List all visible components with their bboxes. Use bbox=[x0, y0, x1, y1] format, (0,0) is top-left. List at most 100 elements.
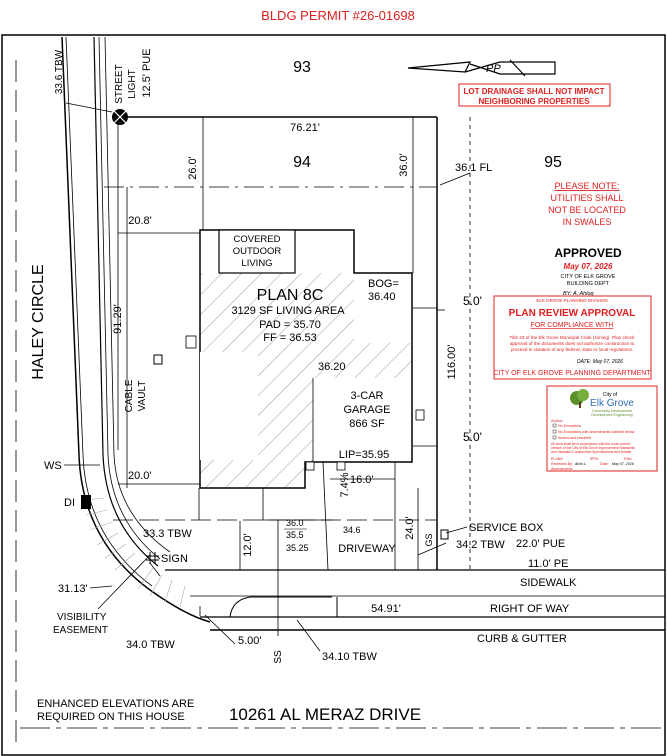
bog-value: 36.40 bbox=[368, 291, 396, 303]
stamp-city: City of bbox=[603, 392, 618, 398]
street-light-marker bbox=[109, 106, 131, 128]
stamp-reviewer: Alvin L. bbox=[574, 462, 587, 466]
stamp-reviewed: Reviewed By: bbox=[551, 462, 573, 466]
di-label: DI bbox=[64, 497, 75, 509]
stamp-fmp: FM#: bbox=[624, 457, 632, 461]
covered-line-1: COVERED bbox=[234, 234, 281, 245]
sheet-border bbox=[1, 34, 666, 756]
drainage-note-box bbox=[458, 83, 611, 107]
garage-line-2: GARAGE bbox=[343, 404, 390, 416]
elk-grove-stamp-box bbox=[546, 385, 658, 472]
planning-body-3: proceed in violation of any federal, sta… bbox=[511, 347, 633, 352]
visibility-label-2: EASEMENT bbox=[53, 625, 108, 636]
right-of-way-label: RIGHT OF WAY bbox=[490, 603, 570, 615]
tbw-34-10: 34.10 TBW bbox=[322, 651, 377, 663]
di-box bbox=[81, 495, 91, 509]
stamp-action: Action: bbox=[551, 418, 563, 423]
covered-line-2: OUTDOOR bbox=[233, 246, 282, 257]
stamp-tag-1: Community Development bbox=[592, 409, 632, 413]
please-note-1: PLEASE NOTE: bbox=[554, 181, 619, 191]
planning-division: ELK GROVE PLANNING DIVISION bbox=[536, 298, 607, 303]
pp-label: PP bbox=[486, 63, 501, 75]
dim-31-13: 31.13' bbox=[58, 583, 88, 595]
plan-name: PLAN 8C bbox=[257, 287, 324, 304]
cable-vault-box bbox=[153, 354, 163, 365]
permit-title: BLDG PERMIT #26-01698 bbox=[261, 8, 415, 23]
stamp-check-3: Amend and resubmit bbox=[558, 436, 591, 440]
dim-20-8: 20.8' bbox=[128, 215, 152, 227]
covered-outdoor-living bbox=[218, 229, 296, 274]
stamp-date: May 07, 2026 bbox=[612, 462, 634, 466]
pue-22-0: 22.0' PUE bbox=[516, 538, 565, 550]
stamp-amend: Amendments: bbox=[551, 467, 573, 471]
drainage-note-1: LOT DRAINAGE SHALL NOT IMPACT bbox=[463, 87, 604, 96]
planning-body-2: approval of the documents does not autho… bbox=[510, 341, 635, 346]
elk-grove-tree-icon bbox=[570, 389, 589, 408]
planning-body-1: Title 23 of the Elk Grove Municipal Code… bbox=[510, 335, 636, 340]
sign-icon bbox=[146, 552, 159, 564]
lot-lines bbox=[20, 116, 665, 729]
curb-gutter-label: CURB & GUTTER bbox=[477, 633, 567, 645]
dim-5-0-bottom: 5.0' bbox=[463, 430, 482, 444]
dim-12-0: 12.0' bbox=[242, 533, 254, 557]
approved-by: BY: A. Ahlog bbox=[563, 291, 595, 297]
please-note-3: NOT BE LOCATED bbox=[548, 205, 626, 215]
dim-76-21: 76.21' bbox=[290, 122, 320, 134]
pe-11-0: 11.0' PE bbox=[528, 558, 568, 570]
garage-line-3: 866 SF bbox=[349, 418, 385, 430]
pue-12-5: 12.5' PUE bbox=[141, 48, 153, 97]
address-label: 10261 AL MERAZ DRIVE bbox=[229, 705, 421, 724]
stamp-check-1: No Exceptions bbox=[558, 424, 581, 428]
planning-title: PLAN REVIEW APPROVAL bbox=[509, 308, 636, 319]
stamp-date-label: Date: bbox=[600, 462, 609, 466]
dim-5-0-top: 5.0' bbox=[463, 294, 482, 308]
stamp-ipp: IPP#: bbox=[590, 457, 599, 461]
lot-93: 93 bbox=[293, 59, 311, 76]
stamp-plan: PLAN#: bbox=[551, 457, 563, 461]
pad-elevation: PAD = 35.70 bbox=[259, 319, 321, 331]
dim-54-91: 54.91' bbox=[371, 603, 401, 615]
street-light-label-1: STREET bbox=[114, 64, 125, 103]
elev-35-5: 35.5 bbox=[286, 530, 304, 540]
dim-91-29: 91.29' bbox=[112, 304, 124, 334]
please-note-4: IN SWALES bbox=[563, 217, 612, 227]
ss-label: SS bbox=[273, 650, 284, 664]
house-outline bbox=[199, 229, 413, 489]
elev-36-20: 36.20 bbox=[318, 361, 346, 373]
stamp-fine-3: and Standard Construction Specifications… bbox=[551, 450, 632, 454]
sign-label: SIGN bbox=[161, 553, 188, 565]
tbw-33-3: 33.3 TBW bbox=[143, 528, 192, 540]
leader-lines bbox=[64, 102, 471, 652]
enhanced-line-1: ENHANCED ELEVATIONS ARE bbox=[37, 698, 194, 710]
covered-line-3: LIVING bbox=[241, 258, 272, 269]
dim-5-00: 5.00' bbox=[238, 635, 262, 647]
haley-circle-label: HALEY CIRCLE bbox=[30, 264, 47, 379]
driveway-lines bbox=[262, 461, 396, 636]
stamp-fine-2: version of the City of Elk Grove Improve… bbox=[551, 446, 635, 450]
planning-footer: CITY OF ELK GROVE PLANNING DEPARTMENT bbox=[493, 370, 651, 377]
house-footprint bbox=[185, 229, 425, 489]
slope-7-4: 7.4% bbox=[339, 472, 351, 497]
haley-circle-lines bbox=[15, 36, 211, 750]
power-pole-arrow-icon bbox=[407, 59, 556, 77]
planning-approval-box bbox=[493, 295, 652, 380]
elev-34-6: 34.6 bbox=[343, 525, 361, 535]
dim-116-00: 116.00' bbox=[446, 345, 458, 380]
dim-16-0: 16.0' bbox=[350, 474, 374, 486]
sidewalk-label: SIDEWALK bbox=[520, 577, 577, 589]
tbw-34-2: 34.2 TBW bbox=[456, 539, 505, 551]
stamp-name: Elk Grove bbox=[590, 398, 634, 409]
lip-elevation: LIP=35.95 bbox=[339, 449, 389, 461]
dim-24-0: 24.0' bbox=[404, 516, 416, 540]
stamp-fine-1: All work shall be in accordance with the… bbox=[551, 442, 630, 446]
dim-36-0: 36.0' bbox=[398, 153, 410, 177]
dimension-lines bbox=[118, 117, 471, 616]
service-box-marker bbox=[440, 529, 449, 540]
ff-elevation: FF = 36.53 bbox=[263, 332, 317, 344]
fl-36-1: 36.1 FL bbox=[455, 162, 492, 174]
stamp-check-2: No Exceptions with amendments outlined b… bbox=[558, 430, 635, 434]
elev-36-0: 36.0 bbox=[286, 518, 304, 528]
garage-line-1: 3-CAR bbox=[350, 390, 383, 402]
stamp-tag-2: Development Engineering bbox=[591, 413, 632, 417]
